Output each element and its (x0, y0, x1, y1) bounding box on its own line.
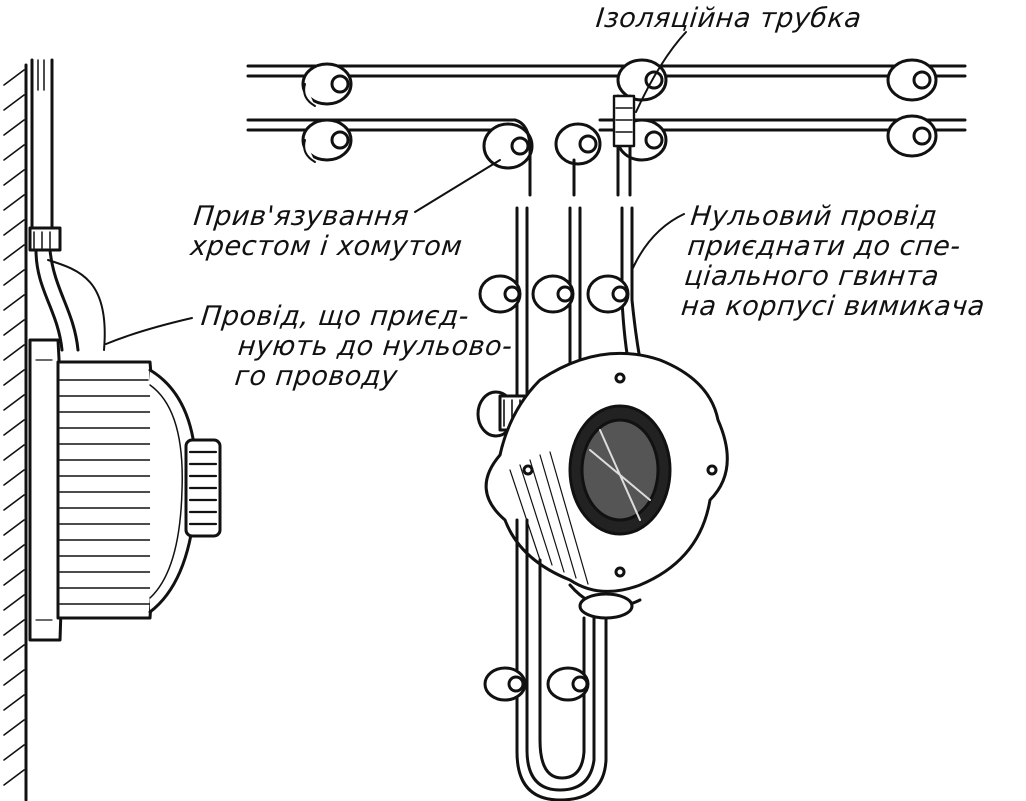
label-line: Ізоляційна трубка (594, 3, 864, 34)
insulator (586, 274, 630, 314)
wall (3, 63, 28, 801)
label-line: ціального гвинта (682, 261, 941, 292)
label-line: Прив'язування (192, 201, 411, 232)
insulator (616, 58, 668, 102)
leader-wire-to-neutral (105, 317, 193, 345)
label-line: нують до нульово- (236, 331, 515, 362)
label-line: го проводу (233, 361, 400, 392)
leader-lines (105, 31, 687, 345)
insulator (482, 122, 534, 170)
insulator (301, 62, 353, 107)
label-neutral-wire: Нульовий провід приєднати до спе- ціальн… (679, 201, 996, 322)
leader-insulating-tube (635, 31, 687, 113)
insulator (546, 666, 590, 702)
side-view-switch (28, 58, 222, 642)
overhead-wires (246, 64, 967, 132)
label-line: Провід, що приєд- (199, 301, 471, 332)
vertical-insulators (478, 274, 630, 314)
insulators (301, 58, 938, 170)
leader-cross-tie (414, 159, 501, 213)
insulator (478, 274, 522, 314)
insulator (301, 118, 353, 163)
lower-insulators (483, 666, 590, 702)
label-line: на корпусі вимикача (679, 291, 987, 322)
leader-neutral-wire (631, 213, 685, 271)
label-line: Нульовий провід (689, 201, 939, 232)
insulator (554, 122, 602, 166)
front-view-switch (476, 351, 729, 620)
insulator (531, 274, 575, 314)
insulator (483, 666, 527, 702)
label-line: хрестом і хомутом (188, 231, 464, 262)
loop-wires (515, 518, 608, 801)
label-wire-to-neutral: Провід, що приєд- нують до нульово- го п… (193, 301, 517, 392)
label-line: приєднати до спе- (686, 231, 963, 262)
insulator (886, 58, 938, 102)
label-cross-tie: Прив'язування хрестом і хомутом (188, 201, 467, 262)
insulator (886, 114, 938, 158)
label-insulating-tube: Ізоляційна трубка (594, 3, 864, 34)
drop-wires (513, 94, 636, 197)
